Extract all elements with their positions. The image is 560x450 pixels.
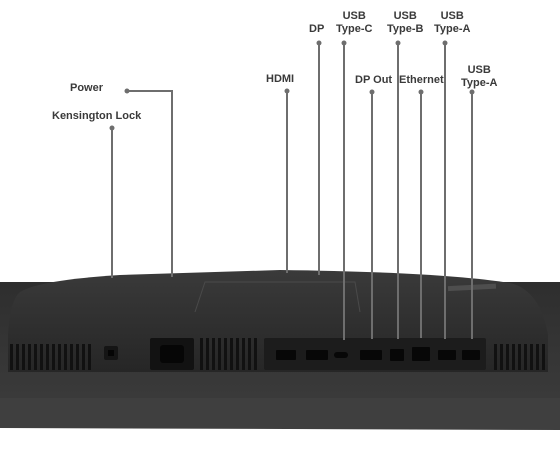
vent-mid [200,338,257,370]
leader-power [171,90,173,277]
label-dp: DP [309,23,325,35]
usb-a-port-2 [462,350,480,360]
leader-dot-usb-a-2 [469,89,475,95]
leader-dot-kensington [109,125,115,131]
label-power: Power [70,82,104,94]
ethernet-port [412,347,430,361]
usb-c-port [334,352,348,358]
power-port [150,338,194,370]
leader-dot-usb-a-1 [442,40,448,46]
label-dp-out: DP Out [355,74,393,86]
vent-left [10,344,91,370]
dp-out-port [360,350,382,360]
monitor-bottom-edge [0,398,560,430]
leader-dot-hdmi [284,88,290,94]
leader-hdmi [286,91,288,273]
label-ethernet: Ethernet [399,74,444,86]
leader-usb-b [397,43,399,339]
leader-dp-out [371,92,373,339]
hdmi-port [276,350,296,360]
leader-dot-usb-b [395,40,401,46]
label-usb-type-a-1: USB Type-A [434,10,471,35]
housing-crease [194,281,361,313]
leader-usb-c [343,43,345,340]
usb-a-port-1 [438,350,456,360]
dp-port [306,350,328,360]
leader-dot-power [124,88,130,94]
label-usb-type-c: USB Type-C [336,10,373,35]
leader-power-horizontal [127,90,173,92]
leader-dot-ethernet [418,89,424,95]
leader-usb-a-2 [471,92,473,339]
leader-dp [318,43,320,275]
leader-ethernet [420,92,422,338]
usb-b-port [390,349,404,361]
kensington-lock-port [104,346,118,360]
leader-kensington [111,128,113,278]
label-usb-type-a-2: USB Type-A [461,64,498,89]
leader-usb-a-1 [444,43,446,339]
label-kensington-lock: Kensington Lock [52,110,142,122]
leader-dot-usb-c [341,40,347,46]
label-usb-type-b: USB Type-B [387,10,424,35]
leader-dot-dp [316,40,322,46]
leader-dot-dp-out [369,89,375,95]
label-hdmi: HDMI [266,73,295,85]
vent-right [494,344,545,370]
